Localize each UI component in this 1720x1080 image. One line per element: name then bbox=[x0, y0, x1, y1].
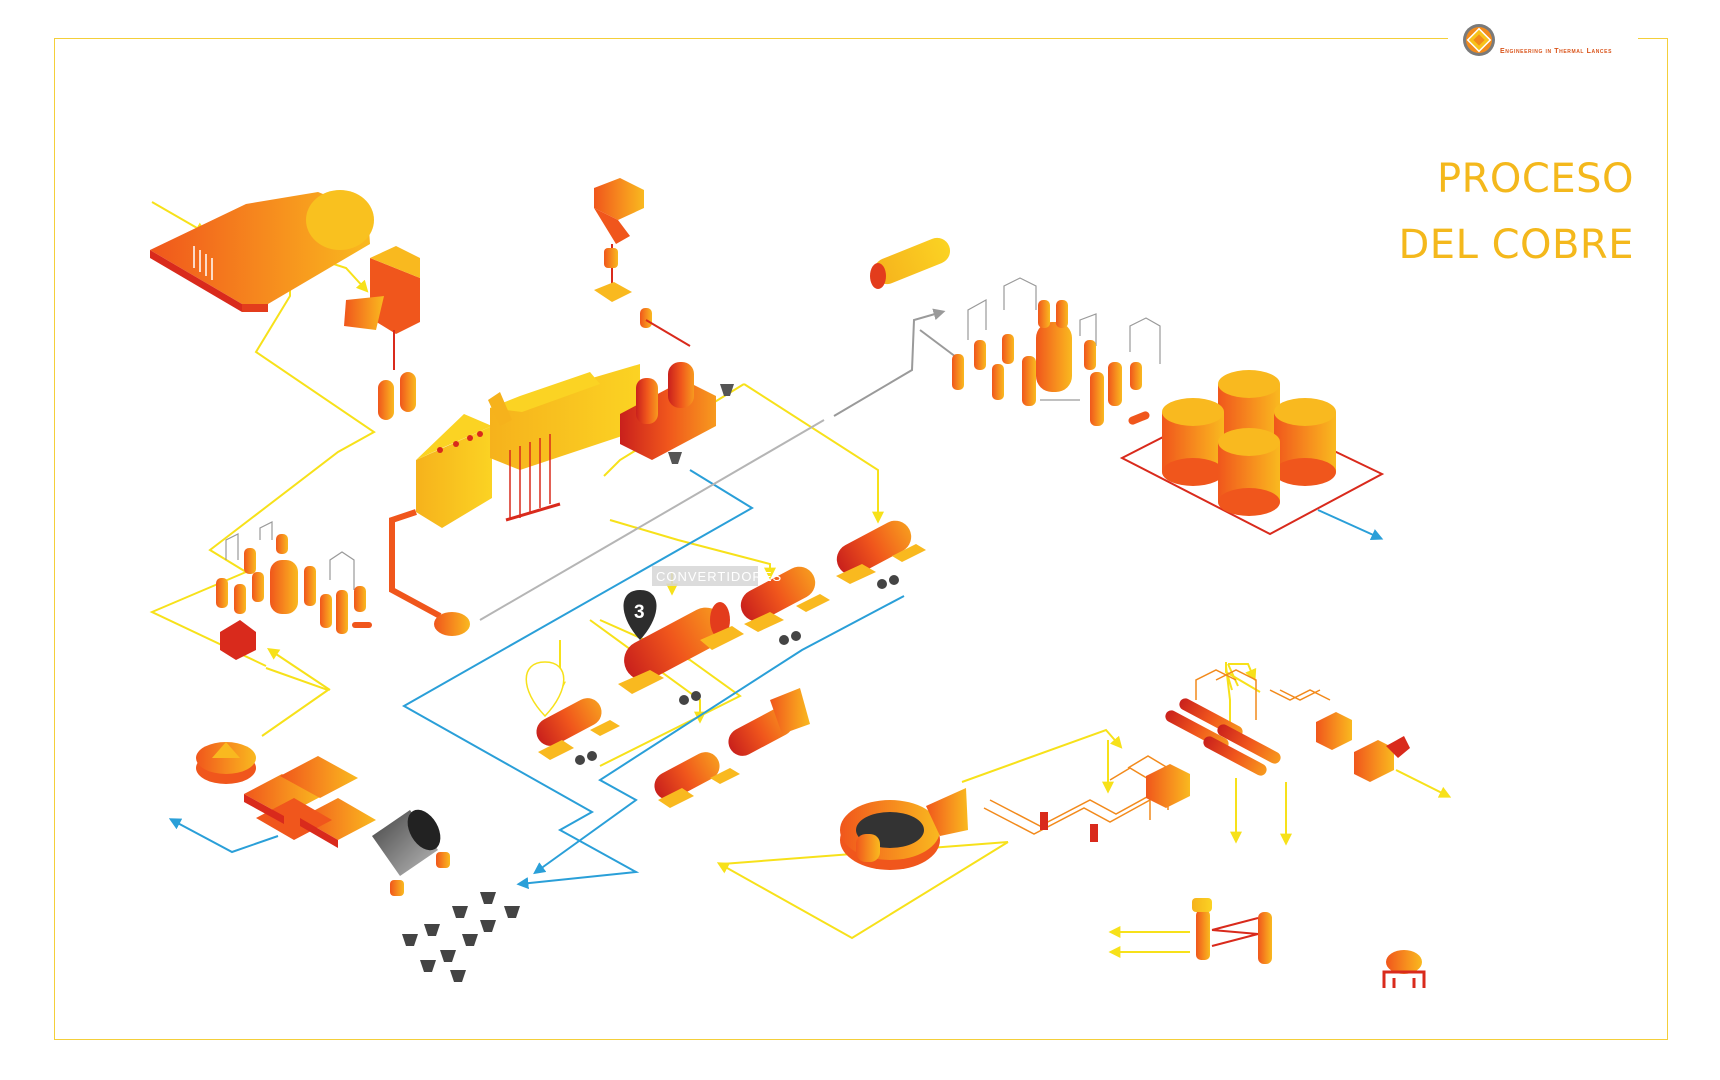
small-ladles bbox=[575, 575, 899, 765]
cathode-column bbox=[1192, 898, 1272, 964]
dryer-unit bbox=[344, 246, 420, 420]
converter-1 bbox=[618, 602, 744, 694]
converter-3 bbox=[836, 520, 926, 584]
converter-5 bbox=[654, 752, 740, 808]
casting-wheel-right bbox=[840, 788, 968, 870]
tank-front bbox=[1218, 428, 1280, 516]
copper-spool bbox=[1382, 950, 1426, 988]
title-line-1: PROCESO bbox=[1437, 156, 1634, 202]
slag-pot bbox=[372, 809, 450, 896]
anode-casting-wheel bbox=[196, 742, 256, 784]
frame-gap bbox=[1448, 30, 1638, 50]
oxygen-cylinder bbox=[870, 237, 951, 289]
map-pin-3-icon: 3 bbox=[623, 590, 657, 640]
title-line-2: DEL COBRE bbox=[1398, 222, 1634, 268]
feed-hopper bbox=[594, 178, 691, 347]
marker-label-box: CONVERTIDORES bbox=[652, 566, 782, 586]
map-pin-hollow-icon bbox=[525, 661, 565, 718]
refinery-conveyors bbox=[983, 669, 1331, 835]
gray-flow-lines bbox=[479, 308, 961, 621]
gas-cleaning-plant bbox=[952, 277, 1161, 426]
ladle-group bbox=[402, 892, 520, 982]
brand-tagline: Engineering in Thermal Lances bbox=[1500, 48, 1613, 55]
converter-2 bbox=[740, 566, 830, 632]
tank-left bbox=[1162, 398, 1224, 486]
blue-flow-lines bbox=[168, 469, 1384, 890]
anode-stacks bbox=[244, 756, 376, 848]
flash-furnace bbox=[389, 364, 640, 636]
yellow-flow-lines bbox=[149, 201, 1452, 958]
acid-storage-tanks bbox=[1119, 370, 1385, 536]
converter-row bbox=[536, 520, 926, 808]
refinery-equipment bbox=[1040, 698, 1410, 842]
diamond-badge-icon bbox=[1463, 24, 1495, 56]
border-frame bbox=[54, 38, 1668, 1040]
acid-plant-left bbox=[216, 521, 372, 660]
tank-right bbox=[1274, 398, 1336, 486]
marker-label: CONVERTIDORES bbox=[656, 569, 782, 584]
converter-6 bbox=[728, 688, 810, 756]
marker-number: 3 bbox=[634, 602, 645, 623]
smelting-furnace bbox=[620, 362, 734, 464]
concentrate-storage bbox=[150, 190, 374, 312]
converter-4 bbox=[536, 698, 620, 760]
page-title: PROCESO DEL COBRE bbox=[1399, 146, 1635, 278]
